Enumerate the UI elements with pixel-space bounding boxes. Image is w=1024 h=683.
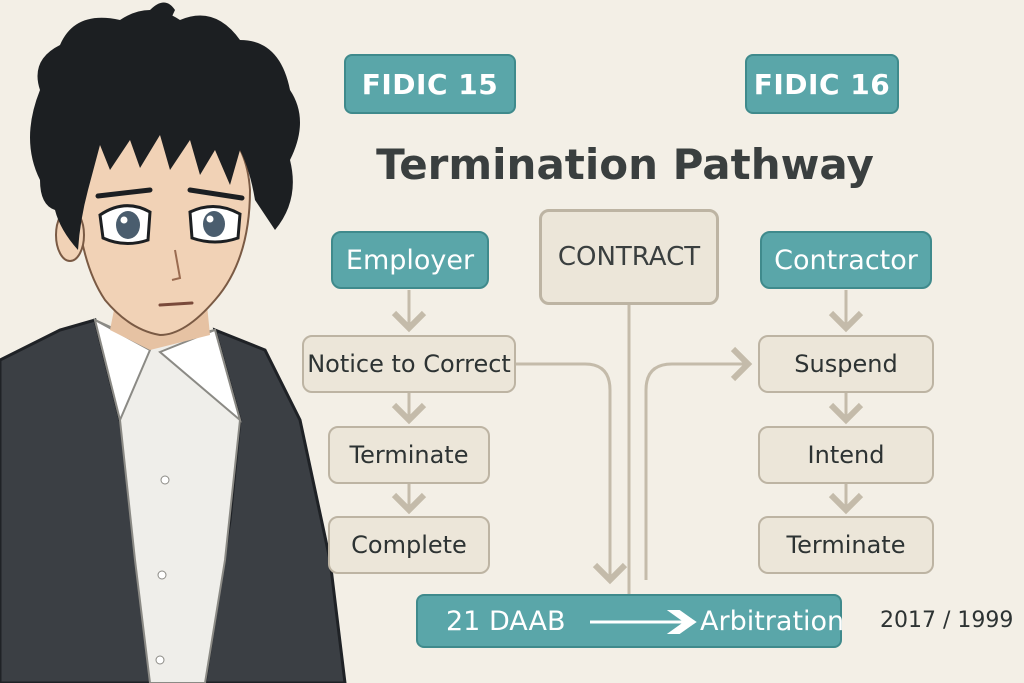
employer-step-notice: Notice to Correct — [302, 335, 516, 393]
fidic-15-tag: FIDIC 15 — [344, 54, 516, 114]
employer-header: Employer — [331, 231, 489, 289]
arbitration-label: Arbitration — [700, 606, 845, 637]
daab-label: 21 DAAB — [446, 606, 566, 637]
contract-box: CONTRACT — [539, 209, 719, 305]
contractor-step-suspend: Suspend — [758, 335, 934, 393]
employer-step-terminate: Terminate — [328, 426, 490, 484]
contractor-header: Contractor — [760, 231, 932, 289]
diagram-title: Termination Pathway — [376, 140, 874, 189]
contractor-step-intend: Intend — [758, 426, 934, 484]
arrow-right-icon — [590, 610, 697, 634]
edition-years: 2017 / 1999 — [880, 608, 1014, 633]
contractor-step-terminate: Terminate — [758, 516, 934, 574]
employer-step-complete: Complete — [328, 516, 490, 574]
fidic-16-tag: FIDIC 16 — [745, 54, 899, 114]
daab-arbitration-bar: 21 DAAB Arbitration — [416, 594, 845, 648]
